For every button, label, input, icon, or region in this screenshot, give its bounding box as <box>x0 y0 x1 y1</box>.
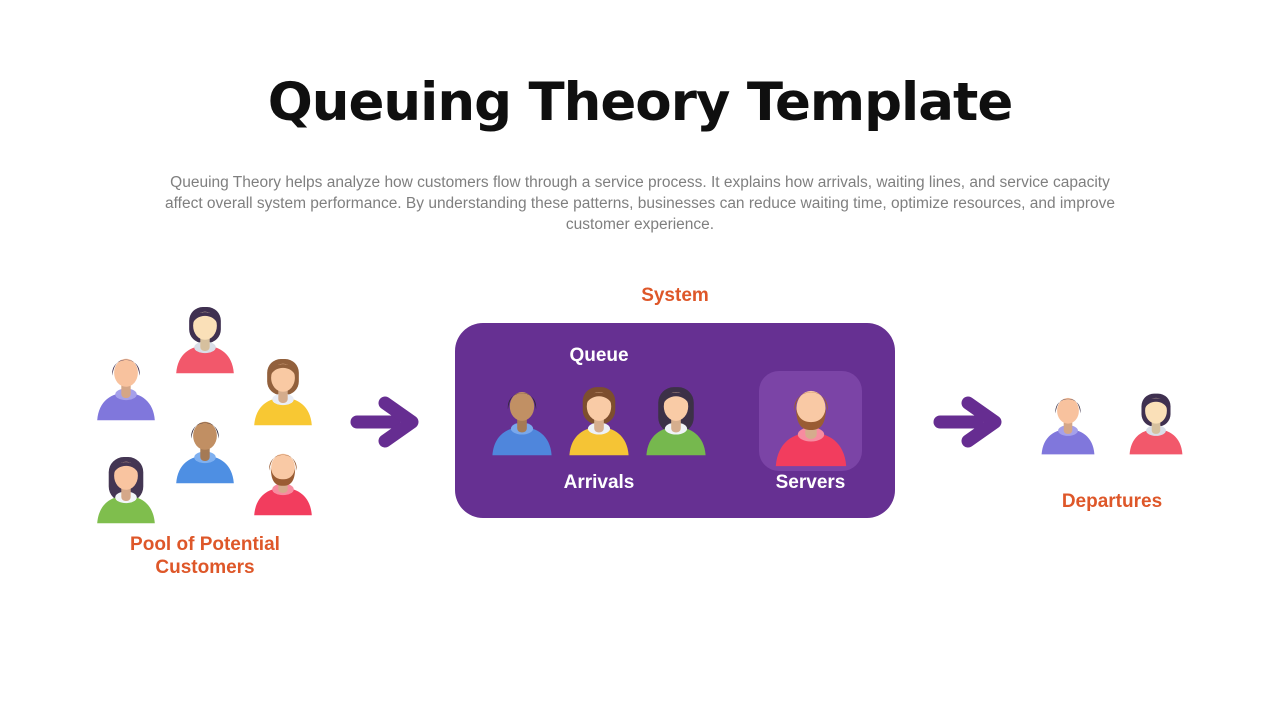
avatar-woman-red-hoodie <box>1123 383 1189 461</box>
departure-avatars <box>1023 383 1201 461</box>
avatar-woman-green-sweater <box>90 446 162 530</box>
system-label: System <box>641 285 709 306</box>
subtitle-text: Queuing Theory helps analyze how custome… <box>165 174 1115 233</box>
system-box: Queue Arrivals Servers <box>455 323 895 518</box>
departures-label: Departures <box>1061 491 1163 512</box>
page-title: Queuing Theory Template <box>267 72 1014 133</box>
arrow-right-icon <box>350 396 419 448</box>
avatar-woman-yellow-jacket <box>247 348 319 432</box>
avatar-man-purple-shirt <box>90 343 162 427</box>
avatar-man-blue-hoodie <box>169 406 241 490</box>
departures-group: Departures <box>1023 383 1201 513</box>
avatar-woman-yellow-jacket <box>562 375 636 463</box>
queue-avatars <box>479 375 719 463</box>
server-tile <box>759 371 862 471</box>
pool-of-potential-customers-group: Pool of Potential Customers <box>85 290 325 590</box>
avatar-woman-red-hoodie <box>169 296 241 380</box>
avatar-man-red-shirt-beard <box>767 379 855 467</box>
queue-label: Queue <box>569 345 629 366</box>
arrow-right-icon <box>933 396 1002 448</box>
avatar-woman-green-top <box>639 375 713 463</box>
pool-label: Pool of Potential Customers <box>130 534 280 578</box>
avatar-man-blue-shirt <box>485 375 559 463</box>
arrivals-label: Arrivals <box>563 472 635 493</box>
avatar-man-purple-shirt <box>1035 383 1101 461</box>
servers-label: Servers <box>775 472 846 493</box>
avatar-man-red-shirt-beard <box>247 438 319 522</box>
